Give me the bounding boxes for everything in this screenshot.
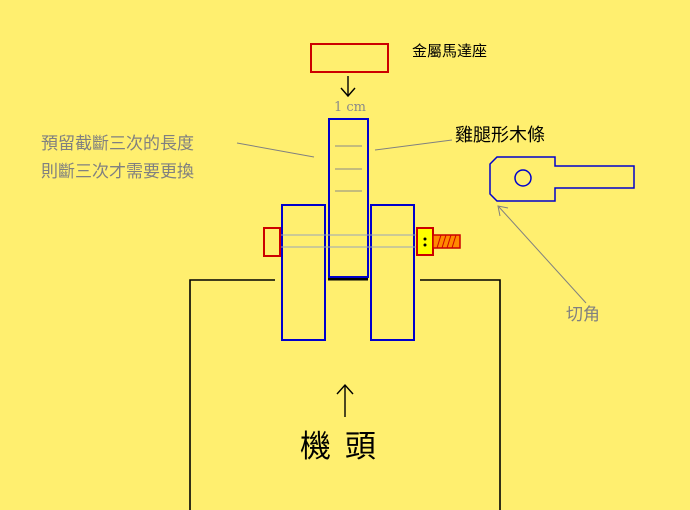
- machine-head-body-right: [420, 279, 501, 510]
- wood-leader-line: [374, 139, 453, 151]
- one-cm-label: 1 cm: [334, 100, 367, 115]
- note-line-1: 預留截斷三次的長度: [41, 134, 194, 154]
- nut-dot: [423, 237, 427, 241]
- corner-cut-label: 切角: [566, 305, 600, 325]
- thread-lines: [436, 234, 457, 249]
- clamp-block-right: [370, 204, 415, 341]
- bolt-nut-right: [416, 227, 434, 256]
- bolt-head-left: [263, 227, 281, 257]
- motor-mount-block: [310, 43, 389, 73]
- screw-thread: [432, 234, 461, 249]
- up-arrow-icon: [336, 383, 354, 417]
- corner-leader-arrow: [497, 205, 587, 304]
- wood-strip: [328, 118, 369, 278]
- cut-marks: [335, 145, 362, 192]
- machine-head-label: 機 頭: [300, 429, 378, 465]
- note-leader-line: [236, 142, 315, 158]
- wood-profile-hole: [514, 169, 532, 187]
- motor-mount-label: 金屬馬達座: [412, 42, 488, 60]
- down-arrow-icon: [340, 76, 356, 98]
- bolt-shaft: [280, 234, 418, 248]
- nut-dot: [423, 243, 427, 247]
- machine-head-body: [189, 279, 275, 510]
- note-line-2: 則斷三次才需要更換: [41, 162, 194, 182]
- chicken-leg-wood-profile: [489, 156, 635, 202]
- wood-strip-label: 雞腿形木條: [455, 125, 545, 146]
- clamp-block-left: [281, 204, 326, 341]
